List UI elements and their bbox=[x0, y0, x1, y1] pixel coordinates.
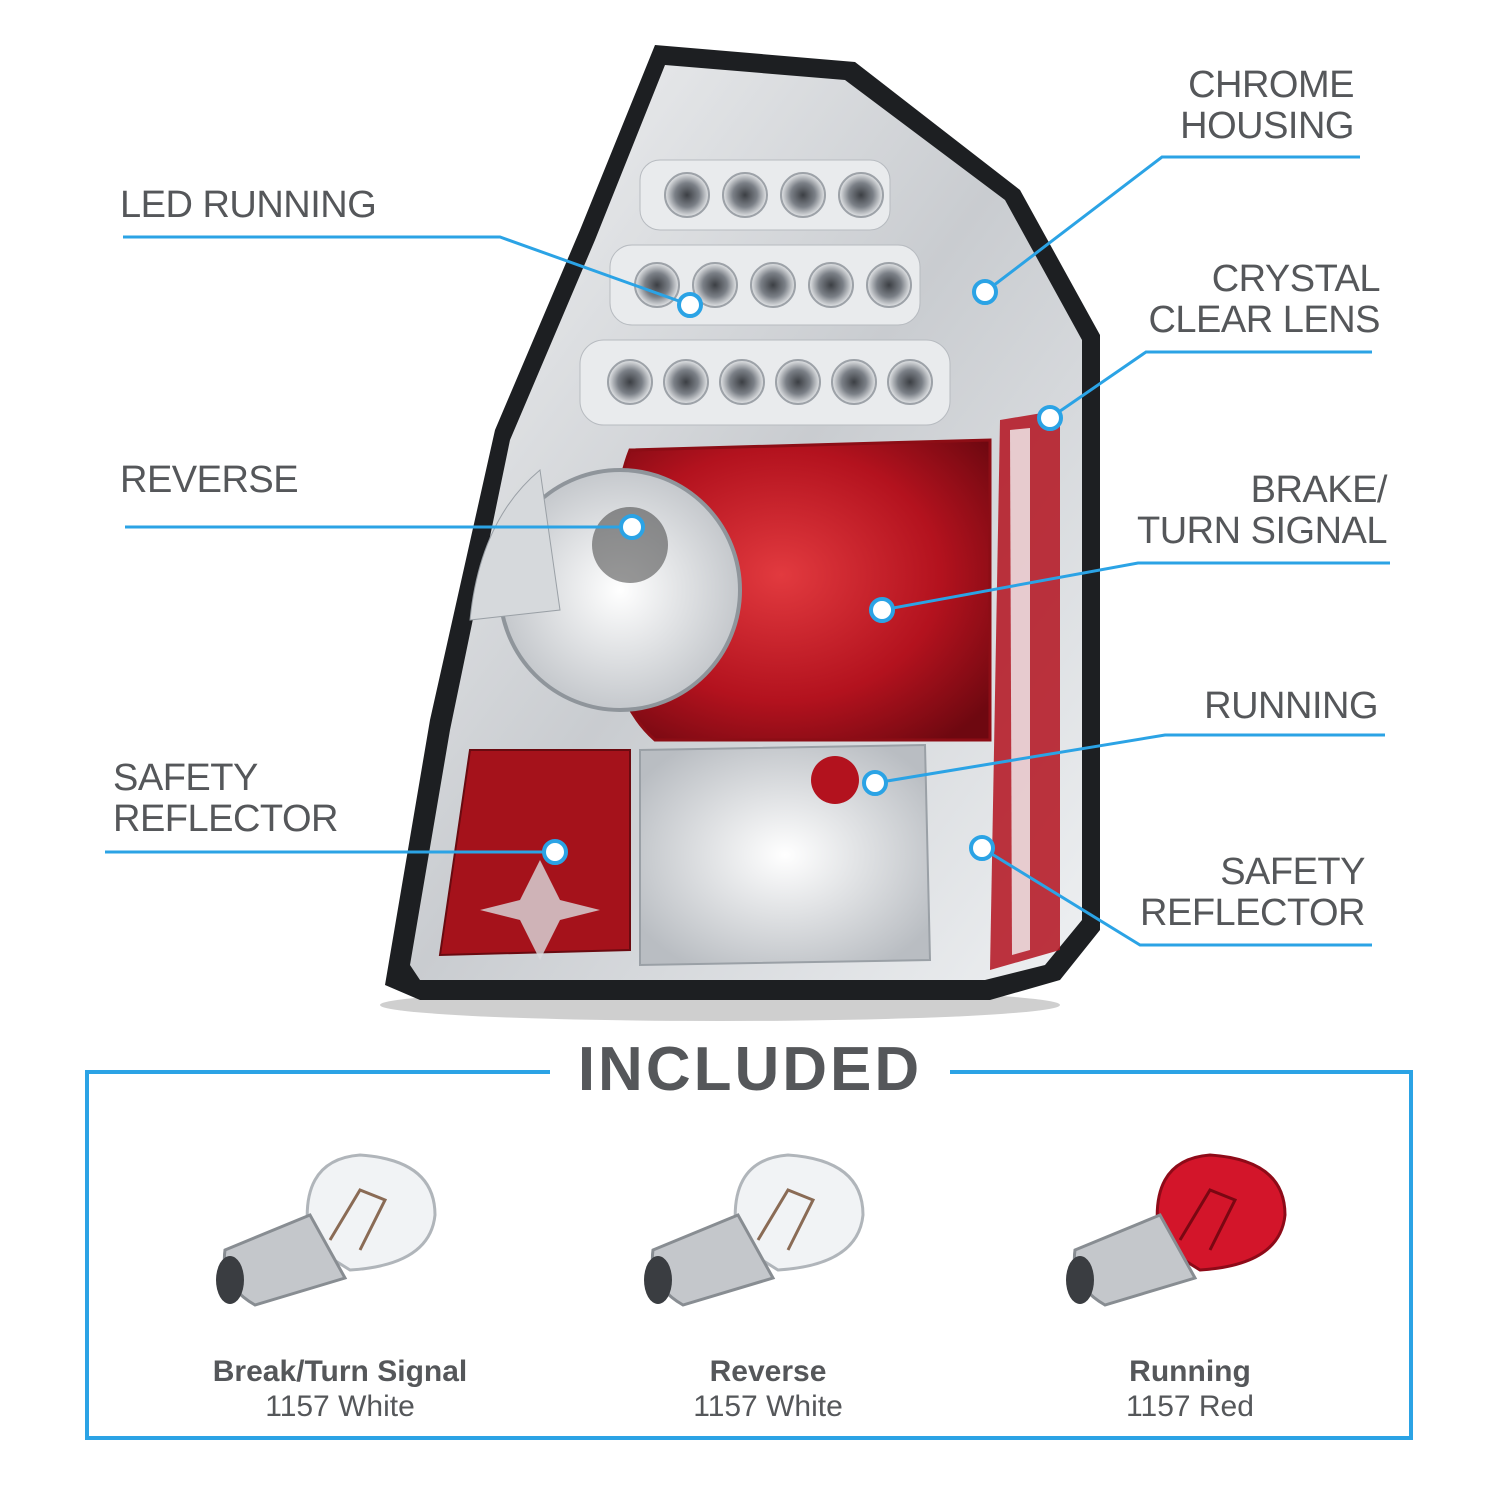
leader-safety-reflector-right bbox=[981, 846, 1372, 947]
label-reverse: REVERSE bbox=[120, 459, 299, 501]
dot-safety-reflector-left bbox=[542, 839, 568, 865]
leader-led-running bbox=[123, 235, 691, 307]
reverse-reflector bbox=[469, 469, 561, 621]
dot-safety-reflector-right bbox=[969, 835, 995, 861]
dot-reverse bbox=[619, 514, 645, 540]
leader-brake-turn-signal bbox=[881, 561, 1390, 612]
led-cell bbox=[663, 359, 709, 405]
leader-crystal-clear-lens bbox=[1049, 350, 1372, 420]
led-cell bbox=[607, 359, 653, 405]
led-cell bbox=[780, 172, 826, 218]
led-cell bbox=[887, 359, 933, 405]
reflector-star bbox=[480, 860, 600, 960]
led-cell bbox=[775, 359, 821, 405]
led-cell bbox=[831, 359, 877, 405]
dot-crystal-clear-lens bbox=[1037, 405, 1063, 431]
dot-running bbox=[862, 770, 888, 796]
led-cell bbox=[808, 262, 854, 308]
bulb-name-reverse: Reverse bbox=[709, 1355, 827, 1388]
callout-lines bbox=[105, 155, 1390, 947]
led-cell bbox=[866, 262, 912, 308]
led-cell bbox=[719, 359, 765, 405]
label-running: RUNNING bbox=[1204, 685, 1378, 727]
label-safety-reflector-left: SAFETY REFLECTOR bbox=[113, 757, 338, 840]
side-chrome-strip bbox=[1010, 428, 1030, 955]
dot-brake-turn-signal bbox=[869, 597, 895, 623]
led-array bbox=[607, 172, 933, 405]
leader-running bbox=[874, 733, 1385, 785]
led-cell bbox=[722, 172, 768, 218]
bulb-spec-running: 1157 Red bbox=[1126, 1390, 1254, 1423]
dot-led-running bbox=[677, 292, 703, 318]
bulb-spec-reverse: 1157 White bbox=[693, 1390, 843, 1423]
label-crystal-clear-lens: CRYSTAL CLEAR LENS bbox=[1148, 258, 1380, 341]
bulb-name-break-turn: Break/Turn Signal bbox=[212, 1355, 468, 1388]
label-safety-reflector-right: SAFETY REFLECTOR bbox=[1140, 851, 1365, 934]
bulb-name-running: Running bbox=[1129, 1355, 1251, 1388]
dot-chrome-housing bbox=[972, 279, 998, 305]
lower-clear-lens bbox=[639, 743, 932, 967]
label-led-running: LED RUNNING bbox=[120, 184, 377, 226]
running-bulb bbox=[811, 756, 859, 804]
led-cell bbox=[750, 262, 796, 308]
bulb-spec-break-turn: 1157 White bbox=[265, 1390, 415, 1423]
leader-chrome-housing bbox=[984, 155, 1360, 294]
led-cell bbox=[664, 172, 710, 218]
led-cell bbox=[692, 262, 738, 308]
label-brake-turn-signal: BRAKE/ TURN SIGNAL bbox=[1137, 469, 1387, 552]
led-cell bbox=[838, 172, 884, 218]
included-title: INCLUDED bbox=[550, 1032, 950, 1108]
tail-light-illustration bbox=[380, 45, 1100, 1021]
label-chrome-housing: CHROME HOUSING bbox=[1180, 64, 1354, 147]
